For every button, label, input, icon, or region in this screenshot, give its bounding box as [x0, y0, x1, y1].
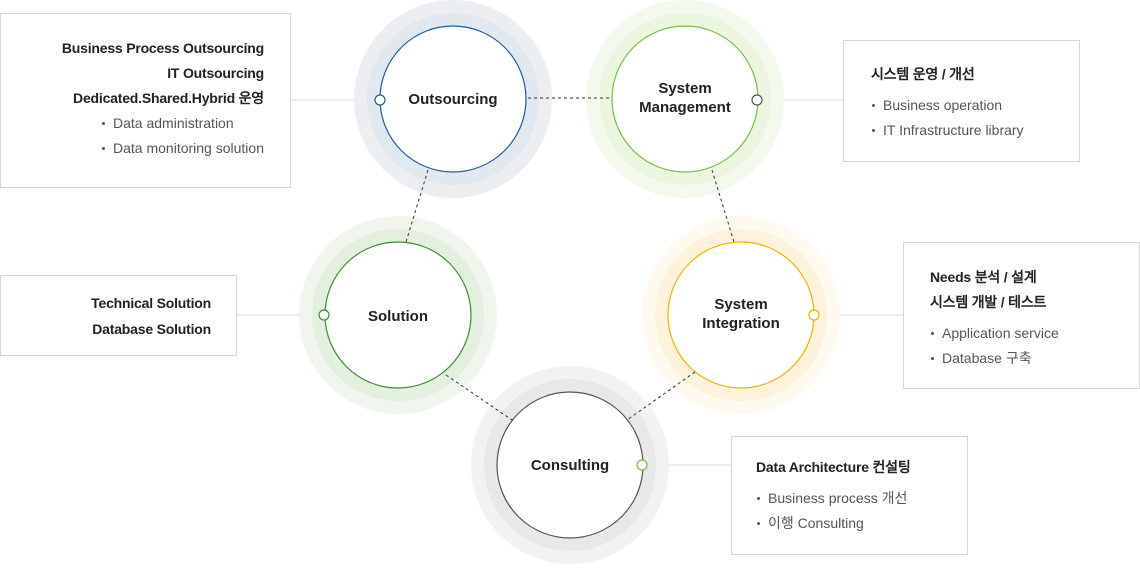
link-solution-consulting [445, 374, 516, 423]
outsourcing-label: Outsourcing [408, 91, 497, 108]
list-item: Data administration [101, 111, 264, 136]
system-integration-label-line1: System [714, 296, 767, 313]
consulting-title: Data Architecture 컨설팅 [756, 459, 911, 475]
system-management-title: 시스템 운영 / 개선 [871, 66, 975, 82]
list-item: Business operation [871, 93, 1069, 118]
outsourcing-list: Data administration Data monitoring solu… [101, 111, 264, 161]
list-item: IT Infrastructure library [871, 118, 1069, 143]
system-integration-dot [808, 309, 820, 321]
outsourcing-title-2: IT Outsourcing [167, 65, 264, 81]
outsourcing-title-1: Business Process Outsourcing [61, 40, 264, 56]
consulting-list: Business process 개선 이행 Consulting [756, 486, 957, 536]
connector-dots [318, 94, 820, 471]
consulting-dot [636, 459, 648, 471]
system-integration-label-line2: Integration [702, 315, 780, 332]
system-integration-title-2: 시스템 개발 / 테스트 [930, 294, 1047, 310]
link-system-integration-consulting [626, 371, 696, 421]
system-management-label-line1: System [658, 80, 711, 97]
system-management-list: Business operation IT Infrastructure lib… [871, 93, 1069, 143]
system-integration-node: System Integration [642, 216, 840, 414]
outsourcing-box: Business Process Outsourcing IT Outsourc… [0, 13, 291, 188]
list-item: Data monitoring solution [101, 136, 264, 161]
solution-label: Solution [368, 308, 428, 325]
consulting-node: Consulting [471, 366, 669, 564]
list-item: Database 구축 [930, 346, 1129, 371]
solution-dot [318, 309, 330, 321]
link-system-management-system-integration [711, 169, 735, 243]
system-management-node: System Management [586, 0, 784, 198]
node-links [405, 97, 735, 423]
list-item: Business process 개선 [756, 486, 957, 511]
solution-node: Solution [299, 216, 497, 414]
system-management-label-line2: Management [639, 99, 731, 116]
solution-box: Technical Solution Database Solution [0, 275, 237, 356]
solution-title-1: Technical Solution [91, 295, 211, 311]
solution-title-2: Database Solution [92, 321, 211, 337]
system-management-dot [751, 94, 763, 106]
system-integration-box: Needs 분석 / 설계 시스템 개발 / 테스트 Application s… [903, 242, 1140, 389]
outsourcing-dot [374, 94, 386, 106]
system-integration-title-1: Needs 분석 / 설계 [930, 269, 1037, 285]
system-management-box: 시스템 운영 / 개선 Business operation IT Infras… [843, 40, 1080, 162]
system-integration-list: Application service Database 구축 [930, 321, 1129, 371]
consulting-label: Consulting [531, 457, 609, 474]
list-item: 이행 Consulting [756, 511, 957, 536]
consulting-box: Data Architecture 컨설팅 Business process 개… [731, 436, 968, 555]
outsourcing-node: Outsourcing [354, 0, 552, 198]
list-item: Application service [930, 321, 1129, 346]
link-outsourcing-solution [405, 169, 429, 243]
outsourcing-title-3: Dedicated.Shared.Hybrid 운영 [73, 90, 264, 106]
